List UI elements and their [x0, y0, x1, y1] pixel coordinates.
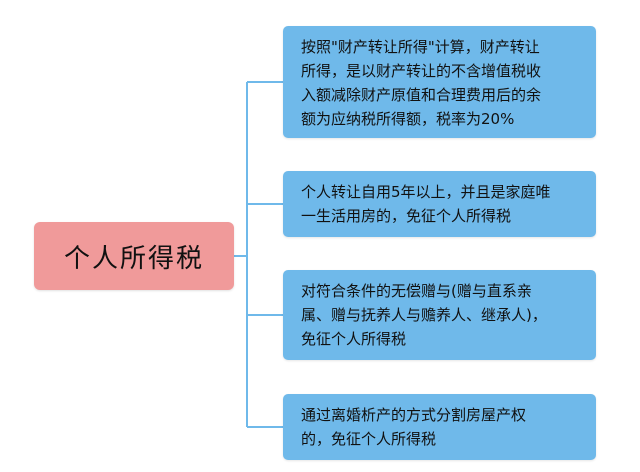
branch-node-divorce-exemption: 通过离婚析产的方式分割房屋产权 的，免征个人所得税	[283, 394, 596, 460]
root-node: 个人所得税	[34, 222, 234, 290]
branch-node-gift-exemption: 对符合条件的无偿赠与(赠与直系亲 属、赠与抚养人与赡养人、继承人)， 免征个人所…	[283, 270, 596, 360]
branch-node-sole-residence-exemption: 个人转让自用5年以上，并且是家庭唯 一生活用房的，免征个人所得税	[283, 171, 596, 237]
root-node-label: 个人所得税	[63, 243, 204, 274]
branch-node-tax-calculation: 按照"财产转让所得"计算，财产转让 所得，是以财产转让的不含增值税收 入额减除财…	[283, 26, 596, 138]
